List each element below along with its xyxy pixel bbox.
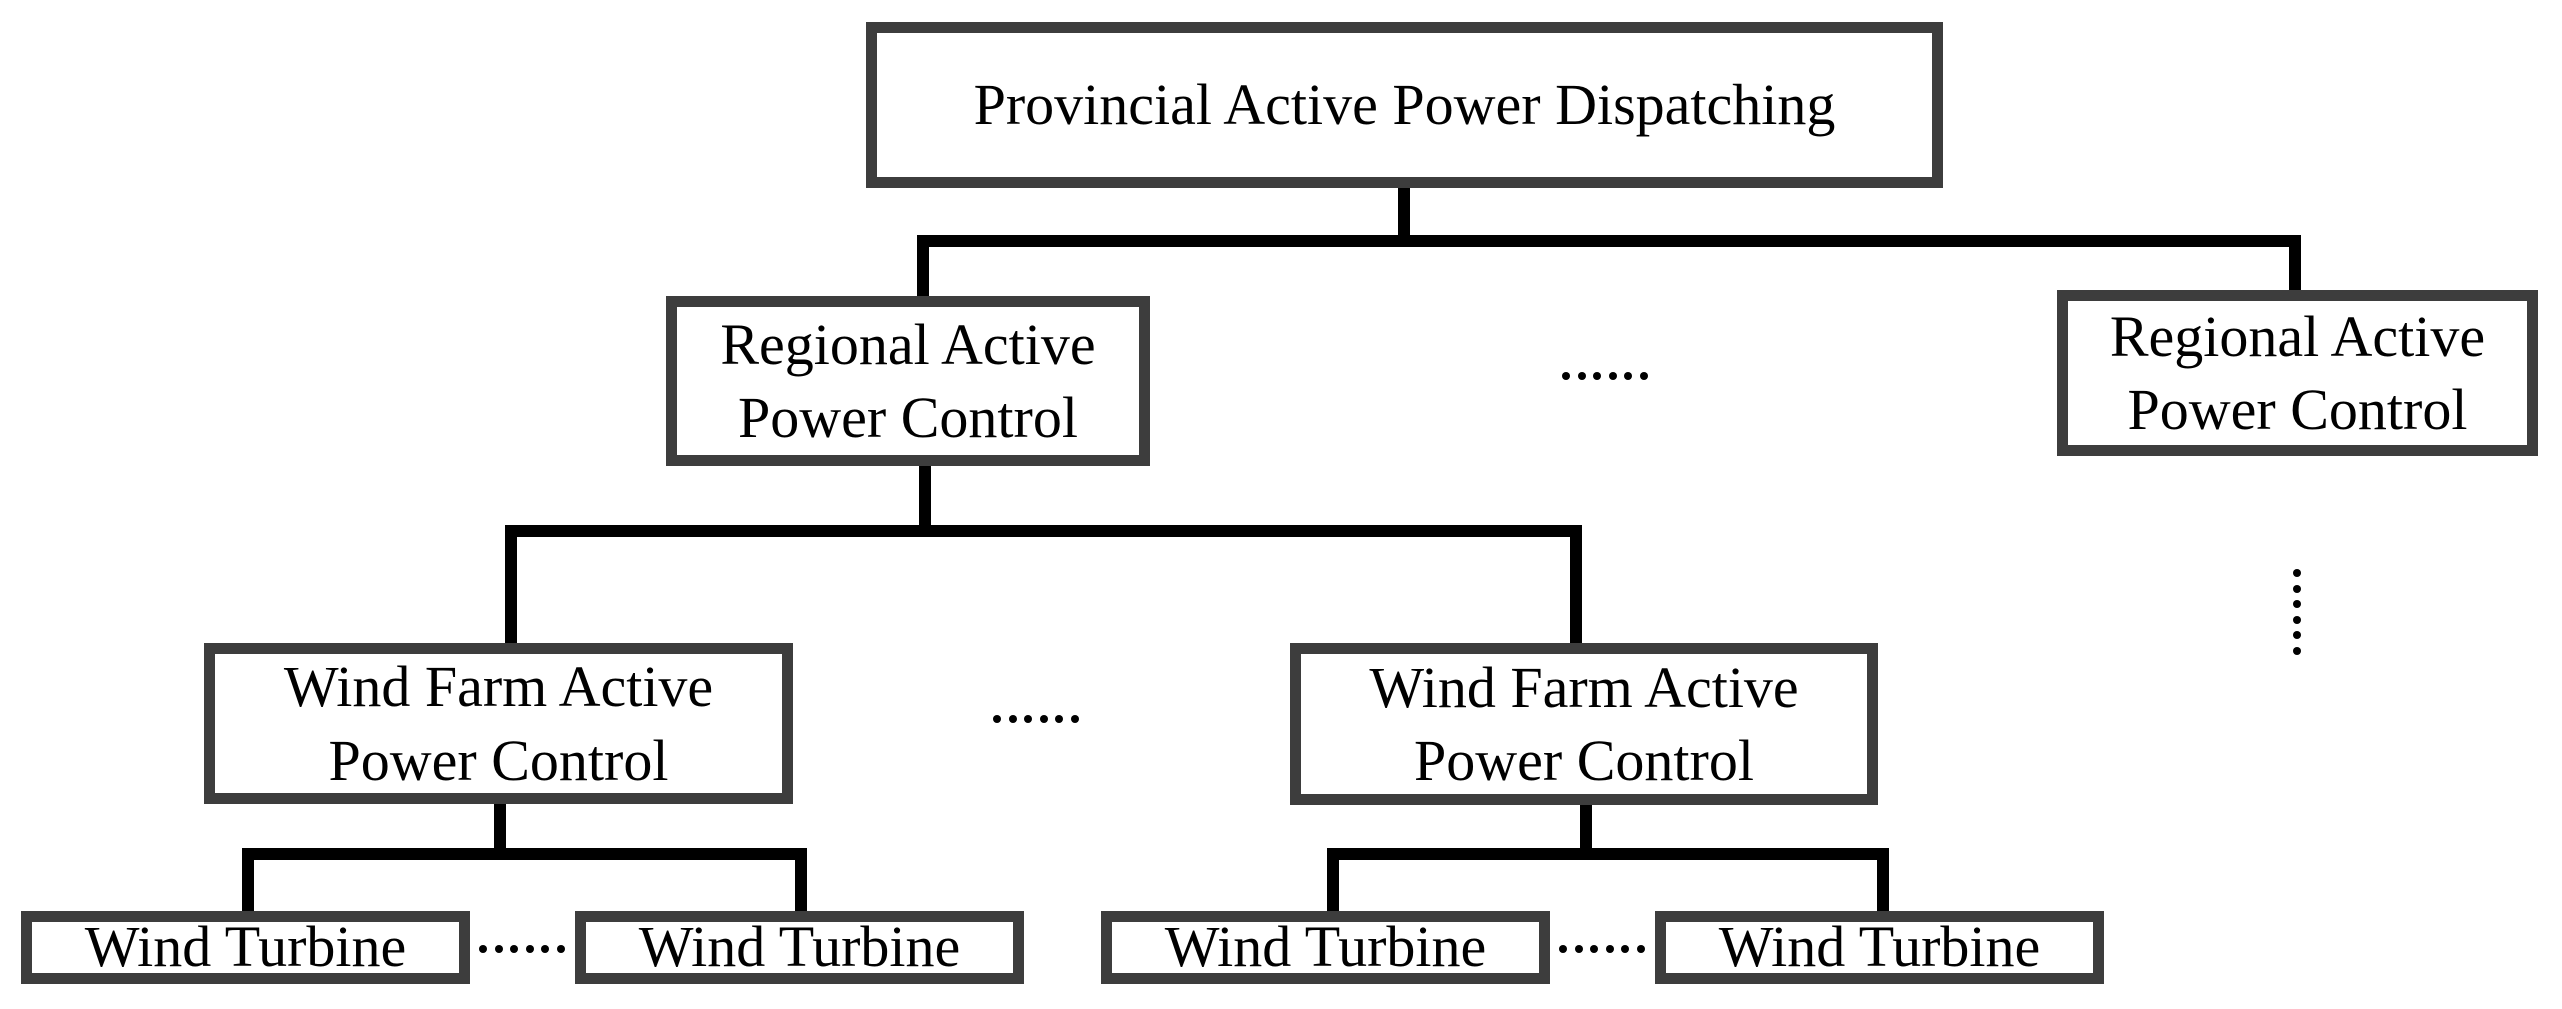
node-wind-turbine-4: Wind Turbine xyxy=(1655,911,2104,984)
connector-drop-windfarm-left xyxy=(505,525,517,645)
node-wind-turbine-1-label: Wind Turbine xyxy=(84,914,407,980)
node-regional-control-right: Regional Active Power Control xyxy=(2057,290,2538,456)
node-wind-farm-control-right: Wind Farm Active Power Control xyxy=(1290,643,1878,805)
ellipsis-between-turbines-right-icon xyxy=(1559,945,1645,953)
connector-drop-turbine-1 xyxy=(242,848,254,913)
ellipsis-below-regional-right-icon xyxy=(2293,569,2301,655)
node-regional-control-left: Regional Active Power Control xyxy=(666,296,1150,466)
node-regional-control-right-label: Regional Active Power Control xyxy=(2109,303,2486,442)
connector-level4-bracket-right xyxy=(1327,848,1889,860)
connector-level3-bracket xyxy=(505,525,1582,537)
node-wind-turbine-3: Wind Turbine xyxy=(1101,911,1550,984)
connector-windfarm-left-stem xyxy=(494,800,506,858)
node-wind-turbine-3-label: Wind Turbine xyxy=(1164,914,1487,980)
connector-drop-windfarm-right xyxy=(1570,525,1582,645)
node-wind-turbine-4-label: Wind Turbine xyxy=(1718,914,2041,980)
connector-regional-left-stem xyxy=(919,462,931,537)
connector-level4-bracket-left xyxy=(242,848,807,860)
ellipsis-between-regional-icon xyxy=(1562,372,1648,380)
node-provincial-dispatching-label: Provincial Active Power Dispatching xyxy=(973,71,1836,137)
connector-level2-bracket xyxy=(917,235,2301,247)
connector-provincial-stem xyxy=(1398,188,1410,246)
node-wind-turbine-2: Wind Turbine xyxy=(575,911,1024,984)
ellipsis-between-turbines-left-icon xyxy=(479,945,565,953)
node-regional-control-left-label: Regional Active Power Control xyxy=(720,311,1096,450)
node-wind-farm-control-left-label: Wind Farm Active Power Control xyxy=(283,654,714,793)
connector-windfarm-right-stem xyxy=(1580,801,1592,858)
node-wind-farm-control-left: Wind Farm Active Power Control xyxy=(204,643,793,804)
node-wind-turbine-2-label: Wind Turbine xyxy=(638,914,961,980)
node-provincial-dispatching: Provincial Active Power Dispatching xyxy=(866,22,1943,188)
connector-drop-turbine-4 xyxy=(1877,848,1889,913)
connector-drop-turbine-3 xyxy=(1327,848,1339,913)
connector-drop-regional-right xyxy=(2289,235,2301,293)
node-wind-turbine-1: Wind Turbine xyxy=(21,911,470,984)
connector-drop-regional-left xyxy=(917,235,929,298)
connector-drop-turbine-2 xyxy=(795,848,807,913)
node-wind-farm-control-right-label: Wind Farm Active Power Control xyxy=(1369,654,1799,793)
ellipsis-between-wind-farms-icon xyxy=(993,715,1079,723)
